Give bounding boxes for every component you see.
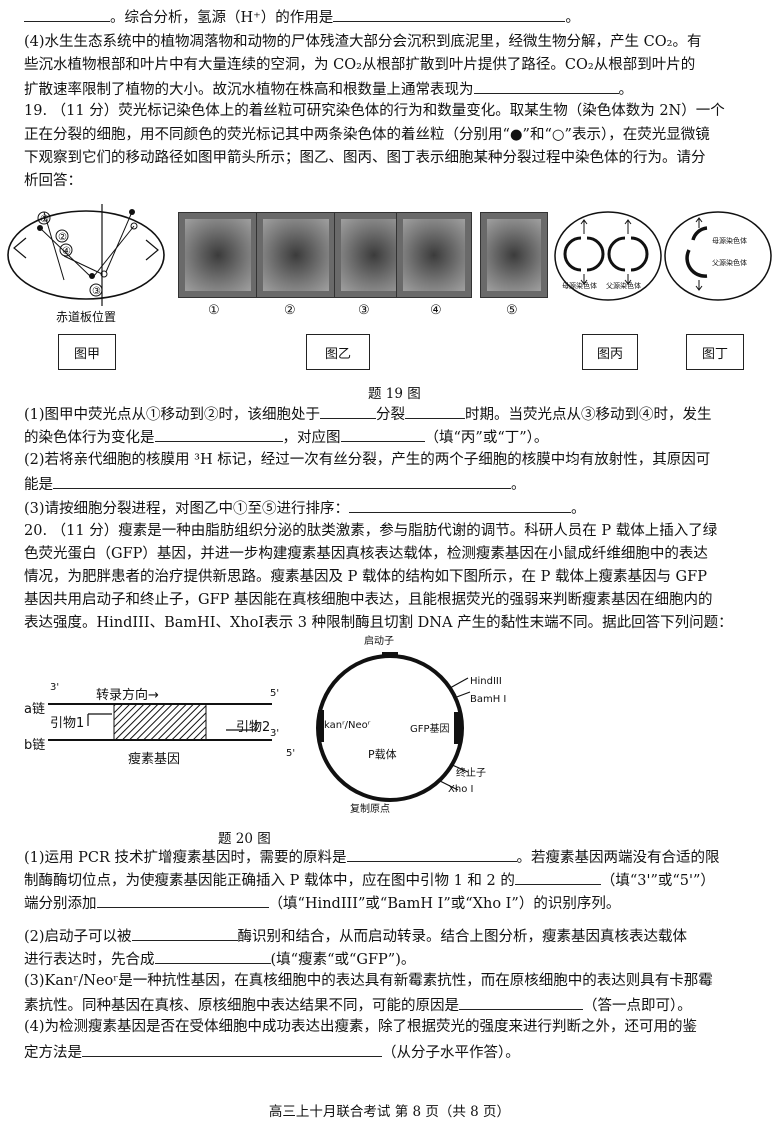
micrograph-2 [256,212,336,298]
answer-blank[interactable] [405,405,466,419]
q19-stem-line1: 19. （11 分）荧光标记染色体上的着丝粒可研究染色体的行为和数量变化。取某生… [24,103,725,119]
hindiii-label: HindIII [470,676,502,687]
bing-label-maternal: 母源染色体 [562,282,597,290]
promoter-label: 启动子 [364,636,394,647]
page-footer: 高三上十月联合考试 第 8 页（共 8 页） [268,1104,511,1120]
b-chain-label: b链 [24,738,46,753]
q20-1-line3: 端分别添加（填“HindIII”或“BamH I”或“Xho I”）的识别序列。 [24,894,621,912]
answer-blank[interactable] [154,428,283,442]
q18-4-line2: 些沉水植物根部和叶片中有大量连续的空洞，为 CO₂从根部扩散到叶片提供了路径。C… [24,57,696,73]
gfp-gene-label: GFP基因 [410,724,450,735]
p-vector-diagram [316,652,471,802]
gene-label: 瘦素基因 [128,752,181,767]
micrograph-1 [178,212,258,298]
answer-blank[interactable] [340,428,425,442]
end-label: 3' [270,728,280,739]
leptin-gene-diagram [48,703,272,741]
answer-blank[interactable] [333,8,566,22]
answer-blank[interactable] [473,80,619,94]
bing-label-paternal: 父源染色体 [606,282,641,290]
end-label: 5' [270,688,280,699]
q19-stem-line3: 下观察到它们的移动路径如图甲箭头所示；图乙、图丙、图丁表示细胞某种分裂过程中染色… [24,150,706,166]
q20-1-line1: (1)运用 PCR 技术扩增瘦素基因时，需要的原料是。若瘦素基因两端没有合适的限 [24,848,720,866]
micrograph-number: ④ [430,303,442,318]
q18-4-line3: 扩散速率限制了植物的大小。故沉水植物在株高和根数量上通常表现为。 [24,80,633,98]
transcription-direction: 转录方向→ [96,688,159,703]
q18-4-line1: (4)水生生态系统中的植物凋落物和动物的尸体残渣大部分会沉积到底泥里，经微生物分… [24,34,702,50]
answer-blank[interactable] [131,927,238,941]
figure-jia-diagram: ① ② ④ ③ [7,204,165,306]
q20-stem-line2: 色荧光蛋白（GFP）基因，并进一步构建瘦素基因真核表达载体，检测瘦素基因在小鼠成… [24,546,708,562]
micrograph-4 [396,212,472,298]
origin-label: 复制原点 [350,804,390,815]
equatorial-plate-label: 赤道板位置 [56,310,117,324]
q19-2-line2: 能是。 [24,475,526,493]
bamhi-label: BamH I [470,694,507,705]
figure-bing-diagram [554,211,662,301]
ding-label-paternal: 父源染色体 [712,259,747,267]
q20-2-line1: (2)启动子可以被酶识别和结合，从而启动转录。结合上图分析，瘦素基因真核表达载体 [24,927,688,945]
svg-text:①: ① [40,214,49,225]
micrograph-number: ① [208,303,220,318]
answer-blank[interactable] [514,871,601,885]
q19-2-line1: (2)若将亲代细胞的核膜用 ³H 标记，经过一次有丝分裂，产生的两个子细胞的核膜… [24,452,711,468]
xhoi-label: Xho I [448,784,474,795]
q20-1-line2: 制酶酶切位点，为使瘦素基因能正确插入 P 载体中，应在图中引物 1 和 2 的（… [24,871,715,889]
primer2-label: 引物2 [236,720,271,735]
q18-line-hydrogen: 。综合分析，氢源（H⁺）的作用是。 [24,8,769,27]
answer-blank[interactable] [154,950,271,964]
q19-stem-line4: 析回答： [24,173,82,189]
q20-stem-line4: 基因共用启动子和终止子，GFP 基因能在真核细胞中表达，且能根据荧光的强弱来判断… [24,592,713,608]
micrograph-number: ③ [358,303,370,318]
answer-blank[interactable] [53,475,511,489]
answer-blank[interactable] [24,8,110,22]
q20-3-line1: (3)Kanʳ/Neoʳ是一种抗性基因，在真核细胞中的表达具有新霉素抗性，而在原… [24,973,713,989]
answer-blank[interactable] [459,996,583,1010]
question-text: 。综合分析，氢源（H⁺）的作用是 [110,10,334,26]
q19-stem-line2: 正在分裂的细胞，用不同颜色的荧光标记其中两条染色体的着丝粒（分别用“●”和“○”… [24,127,710,143]
figure-ding-label: 图丁 [686,334,744,370]
answer-blank[interactable] [346,848,517,862]
svg-text:③: ③ [92,286,101,297]
answer-blank[interactable] [320,405,377,419]
figure-ding-diagram [664,211,772,301]
micrograph-5 [480,212,548,298]
q20-stem-line3: 情况，为肥胖患者的治疗提供新思路。瘦素基因及 P 载体的结构如下图所示，在 P … [24,569,707,585]
answer-blank[interactable] [82,1043,382,1057]
svg-text:④: ④ [62,246,71,257]
q20-stem-line1: 20. （11 分）瘦素是一种由脂肪组织分泌的肽类激素，参与脂肪代谢的调节。科研… [24,523,718,539]
q20-4-line2: 定方法是（从分子水平作答）。 [24,1043,520,1061]
q19-3-line: (3)请按细胞分裂进程，对图乙中①至⑤进行排序：。 [24,499,586,517]
ding-label-maternal: 母源染色体 [712,237,747,245]
figure-yi-label: 图乙 [306,334,370,370]
figure19-caption: 题 19 图 [368,386,421,402]
primer1-label: 引物1 [50,716,85,731]
end-label: 3' [50,682,60,693]
q20-4-line1: (4)为检测瘦素基因是否在受体细胞中成功表达出瘦素，除了根据荧光的强度来进行判断… [24,1019,698,1035]
q19-1-line2: 的染色体行为变化是，对应图（填“丙”或“丁”）。 [24,428,549,446]
q20-stem-line5: 表达强度。HindIII、BamHI、XhoI表示 3 种限制酶且切割 DNA … [24,615,733,631]
svg-text:②: ② [58,232,67,243]
micrograph-number: ⑤ [506,303,518,318]
a-chain-label: a链 [24,702,45,717]
q20-2-line2: 进行表达时，先合成(填“瘦素“或“GFP”)。 [24,950,416,968]
vector-label: P载体 [368,748,397,761]
answer-blank[interactable] [96,894,269,908]
figure-bing-label: 图丙 [582,334,638,370]
micrograph-number: ② [284,303,296,318]
terminator-label: 终止子 [456,768,486,779]
q20-3-line2: 素抗性。同种基因在真核、原核细胞中表达结果不同，可能的原因是（答一点即可）。 [24,996,692,1014]
figure-jia-label: 图甲 [58,334,116,370]
answer-blank[interactable] [349,499,572,513]
end-label: 5' [286,748,296,759]
q19-1-line1: (1)图甲中荧光点从①移动到②时，该细胞处于分裂时期。当荧光点从③移动到④时，发… [24,405,712,423]
figure20-caption: 题 20 图 [218,831,271,847]
kan-neo-label: kanʳ/Neoʳ [324,720,371,731]
